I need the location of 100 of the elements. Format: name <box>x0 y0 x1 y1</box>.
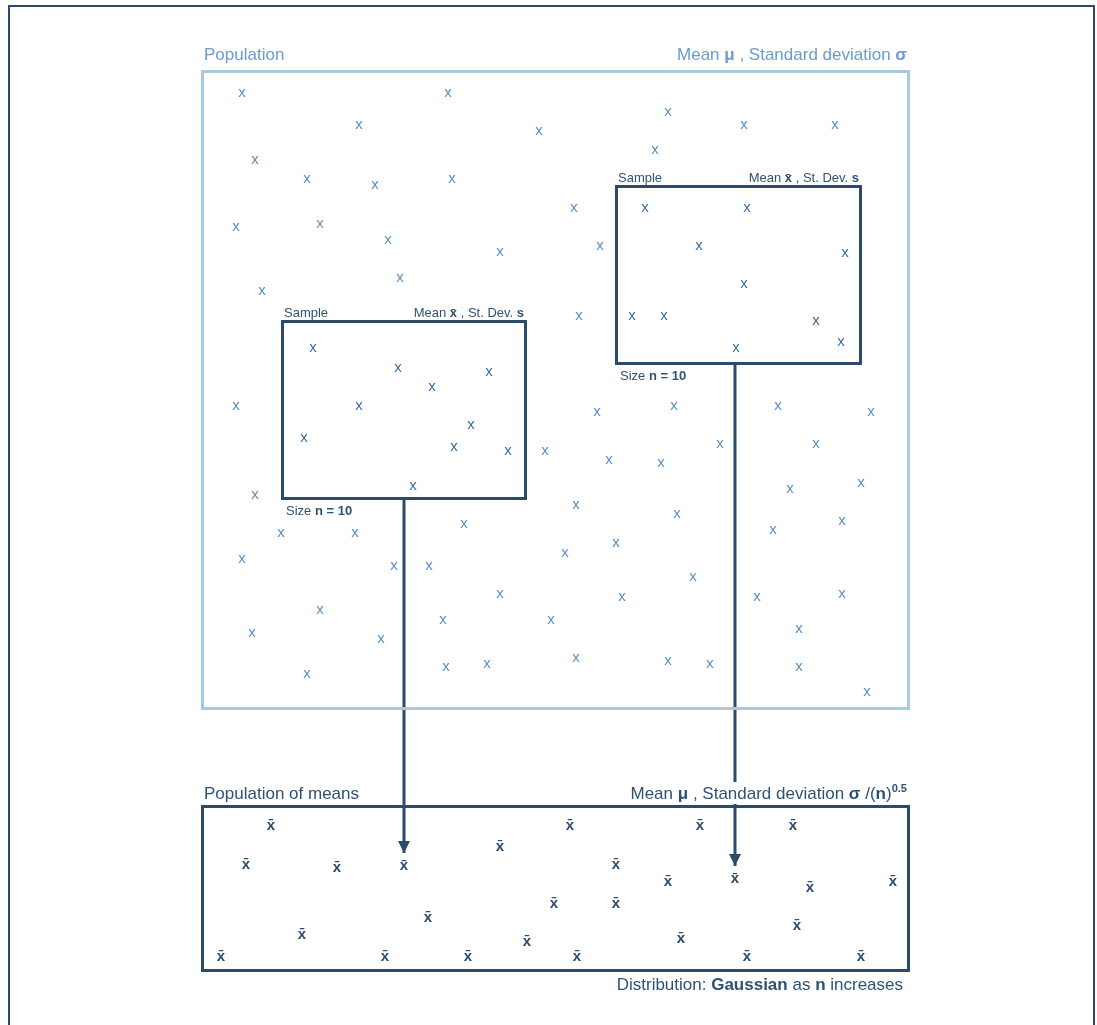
arrow <box>729 365 741 866</box>
x-mark: x <box>396 268 404 284</box>
x-mark: x <box>838 511 846 527</box>
x-mark: x <box>232 396 240 412</box>
x-mark: x <box>740 115 748 131</box>
box-heading: Population of means <box>204 784 359 804</box>
x-mark: x <box>483 654 491 670</box>
x-mark: x <box>541 441 549 457</box>
x-mark: x <box>572 495 580 511</box>
x-mark: x <box>485 362 493 378</box>
x-mark: x <box>428 377 436 393</box>
x-mark: x <box>251 485 259 501</box>
x-mark: x <box>664 651 672 667</box>
x-mark: x <box>612 533 620 549</box>
x-mark: x <box>769 520 777 536</box>
x-mark: x <box>575 306 583 322</box>
x-bar-mark: x̄ <box>380 947 390 963</box>
x-bar-mark: x̄ <box>676 929 686 945</box>
statistics-heading: Mean μ , Standard deviation σ /(n)$^{0.5}$ <box>630 782 907 804</box>
x-bar-mark: x̄ <box>332 858 342 874</box>
x-mark: x <box>303 664 311 680</box>
x-mark: x <box>355 115 363 131</box>
x-mark: x <box>258 281 266 297</box>
arrow <box>398 500 410 853</box>
sample-size-note: Size n = 10 <box>286 503 353 518</box>
x-mark: x <box>394 358 402 374</box>
x-mark: x <box>355 396 363 412</box>
box-heading: Sample <box>618 170 663 185</box>
box-heading: Population <box>204 45 285 65</box>
x-mark: x <box>831 115 839 131</box>
x-bar-mark: x̄ <box>856 947 866 963</box>
x-mark: x <box>561 543 569 559</box>
x-mark: x <box>657 453 665 469</box>
x-bar-mark: x̄ <box>396 853 412 875</box>
x-mark: x <box>450 437 458 453</box>
x-mark: x <box>753 587 761 603</box>
x-mark: x <box>377 629 385 645</box>
x-mark: x <box>857 473 865 489</box>
x-mark: x <box>248 623 256 639</box>
x-mark: x <box>504 441 512 457</box>
x-mark: x <box>547 610 555 626</box>
x-bar-mark: x̄ <box>522 932 532 948</box>
x-mark: x <box>689 567 697 583</box>
x-mark: x <box>251 150 259 166</box>
x-mark: x <box>837 332 845 348</box>
x-mark: x <box>351 523 359 539</box>
x-bar-mark: x̄ <box>742 947 752 963</box>
x-mark: x <box>716 434 724 450</box>
x-mark: x <box>812 311 820 327</box>
x-mark: x <box>605 450 613 466</box>
x-bar-mark: x̄ <box>297 925 307 941</box>
x-mark: x <box>460 514 468 530</box>
x-bar-mark: x̄ <box>788 816 798 832</box>
x-mark: x <box>384 230 392 246</box>
x-mark: x <box>841 243 849 259</box>
x-mark: x <box>660 306 668 322</box>
x-mark: x <box>535 121 543 137</box>
x-mark: x <box>863 682 871 698</box>
x-mark: x <box>309 338 317 354</box>
x-bar-mark: x̄ <box>495 837 505 853</box>
x-mark: x <box>795 657 803 673</box>
x-mark: x <box>593 402 601 418</box>
x-bar-mark: x̄ <box>572 947 582 963</box>
x-bar-mark: x̄ <box>565 816 575 832</box>
x-mark: x <box>496 584 504 600</box>
x-bar-mark: x̄ <box>805 878 815 894</box>
x-bar-mark: x̄ <box>216 947 226 963</box>
x-bar-mark: x̄ <box>611 894 621 910</box>
x-mark: x <box>706 654 714 670</box>
box-heading: Sample <box>284 305 329 320</box>
x-bar-mark: x̄ <box>663 872 673 888</box>
x-bar-mark: x̄ <box>423 908 433 924</box>
x-mark: x <box>316 600 324 616</box>
sample-size-note: Size n = 10 <box>620 368 687 383</box>
x-mark: x <box>838 584 846 600</box>
x-mark: x <box>740 274 748 290</box>
x-mark: x <box>390 556 398 572</box>
x-mark: x <box>743 198 751 214</box>
x-mark: x <box>439 610 447 626</box>
x-mark: x <box>695 236 703 252</box>
x-bar-mark: x̄ <box>695 816 705 832</box>
x-mark: x <box>651 140 659 156</box>
x-bar-mark: x̄ <box>792 916 802 932</box>
x-mark: x <box>300 428 308 444</box>
statistics-heading: Mean x̄ , St. Dev. s <box>413 305 524 320</box>
statistics-heading: Mean μ , Standard deviation σ <box>677 45 907 65</box>
x-mark: x <box>371 175 379 191</box>
x-bar-mark: x̄ <box>463 947 473 963</box>
x-mark: x <box>303 169 311 185</box>
x-mark: x <box>442 657 450 673</box>
x-mark: x <box>572 648 580 664</box>
x-mark: x <box>867 402 875 418</box>
x-bar-mark: x̄ <box>241 855 251 871</box>
x-bar-mark: x̄ <box>611 855 621 871</box>
x-bar-mark: x̄ <box>888 872 898 888</box>
x-mark: x <box>795 619 803 635</box>
x-bar-mark: x̄ <box>549 894 559 910</box>
x-mark: x <box>618 587 626 603</box>
x-mark: x <box>628 306 636 322</box>
x-mark: x <box>444 83 452 99</box>
